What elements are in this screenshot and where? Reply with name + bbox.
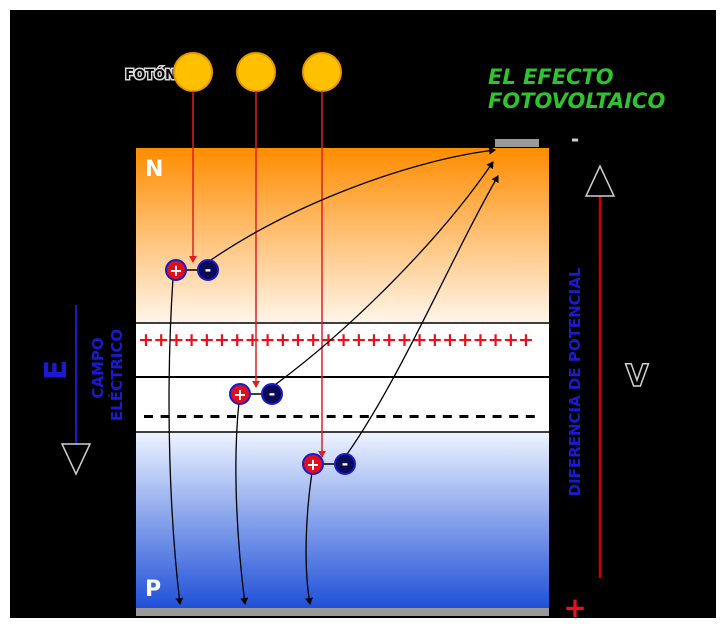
hole	[165, 259, 187, 281]
positive-charge: +	[184, 329, 200, 351]
positive-charge: +	[168, 329, 184, 351]
negative-charge	[210, 415, 220, 418]
negative-charge	[193, 415, 203, 418]
positive-charge: +	[214, 329, 230, 351]
positive-charge: +	[320, 329, 336, 351]
electric-field-symbol: E	[39, 360, 74, 381]
negative-charge	[260, 415, 270, 418]
positive-charge: +	[488, 329, 504, 351]
positive-charge: +	[336, 329, 352, 351]
negative-charge	[492, 415, 502, 418]
hole-path-1	[168, 277, 184, 605]
electric-field-label-2: ELÉCTRICO	[107, 329, 126, 421]
title-line-2: FOTOVOLTAICO	[488, 89, 665, 113]
electron-sign: -	[205, 260, 212, 279]
negative-charge	[509, 415, 519, 418]
potential-arrow-head	[584, 164, 616, 197]
negative-charge	[310, 415, 319, 418]
voltage-symbol: V	[625, 359, 649, 394]
negative-charge	[376, 415, 386, 418]
negative-charge	[326, 415, 336, 418]
negative-charge	[160, 415, 170, 418]
positive-charge: +	[305, 329, 321, 351]
photon-2	[236, 52, 276, 92]
positive-terminal-sign: +	[563, 591, 586, 624]
positive-charge: +	[244, 329, 260, 351]
positive-charge: +	[260, 329, 276, 351]
top-contact	[495, 139, 539, 147]
positive-charge: +	[275, 329, 291, 351]
photon-label: FOTÓN	[125, 67, 176, 83]
bottom-contact	[136, 608, 549, 616]
negative-charge	[426, 415, 436, 418]
negative-charge	[177, 415, 187, 418]
negative-charge	[144, 415, 153, 418]
positive-charge: +	[472, 329, 488, 351]
negative-charge	[293, 415, 303, 418]
positive-charge: +	[457, 329, 473, 351]
electron-path-2	[271, 161, 494, 388]
positive-charge-layer: ++++++++++++++++++++++++++	[138, 329, 534, 351]
electron-hole-pair-1: + -	[165, 259, 219, 281]
n-region-label: N	[145, 157, 163, 182]
photon-1	[173, 52, 213, 92]
positive-charge: +	[153, 329, 169, 351]
electric-field-arrow-head	[60, 443, 92, 476]
electron	[334, 453, 356, 475]
negative-charge	[359, 415, 369, 418]
negative-terminal-sign: -	[571, 127, 579, 151]
negative-charge	[459, 415, 469, 418]
positive-charge: +	[229, 329, 245, 351]
positive-charge: +	[503, 329, 519, 351]
hole-sign: +	[306, 455, 319, 474]
negative-charge	[243, 415, 253, 418]
positive-charge: +	[199, 329, 215, 351]
positive-charge: +	[351, 329, 367, 351]
negative-charge	[343, 415, 353, 418]
positive-charge: +	[138, 329, 154, 351]
p-region-label: P	[145, 577, 161, 602]
positive-charge: +	[427, 329, 443, 351]
electron	[261, 383, 283, 405]
positive-charge: +	[442, 329, 458, 351]
negative-charge	[409, 415, 419, 418]
photon-3	[302, 52, 342, 92]
hole-sign: +	[169, 261, 182, 280]
electron-path-3	[344, 175, 499, 458]
electric-field-label-1: CAMPO	[89, 337, 107, 398]
hole-path-2	[235, 401, 249, 605]
electron-path-1	[207, 146, 496, 263]
hole-path-3	[305, 471, 313, 605]
electron-sign: -	[269, 384, 276, 403]
negative-charge	[393, 415, 402, 418]
electron-hole-pair-2: + -	[229, 383, 283, 405]
negative-charge	[276, 415, 286, 418]
electron	[197, 259, 219, 281]
hole	[229, 383, 251, 405]
electron-sign: -	[342, 454, 349, 473]
negative-charge	[525, 415, 535, 418]
hole	[302, 453, 324, 475]
negative-charge	[227, 415, 236, 418]
positive-charge: +	[396, 329, 412, 351]
electron-hole-pair-3: + -	[302, 453, 356, 475]
title-line-1: EL EFECTO	[488, 65, 614, 89]
potential-difference-label: DIFERENCIA DE POTENCIAL	[566, 267, 584, 496]
n-region	[136, 148, 549, 324]
negative-charge	[442, 415, 452, 418]
negative-charge	[476, 415, 485, 418]
positive-charge: +	[366, 329, 382, 351]
positive-charge: +	[290, 329, 306, 351]
hole-sign: +	[233, 385, 246, 404]
positive-charge: +	[518, 329, 534, 351]
positive-charge: +	[381, 329, 397, 351]
negative-charge-layer	[144, 415, 535, 418]
